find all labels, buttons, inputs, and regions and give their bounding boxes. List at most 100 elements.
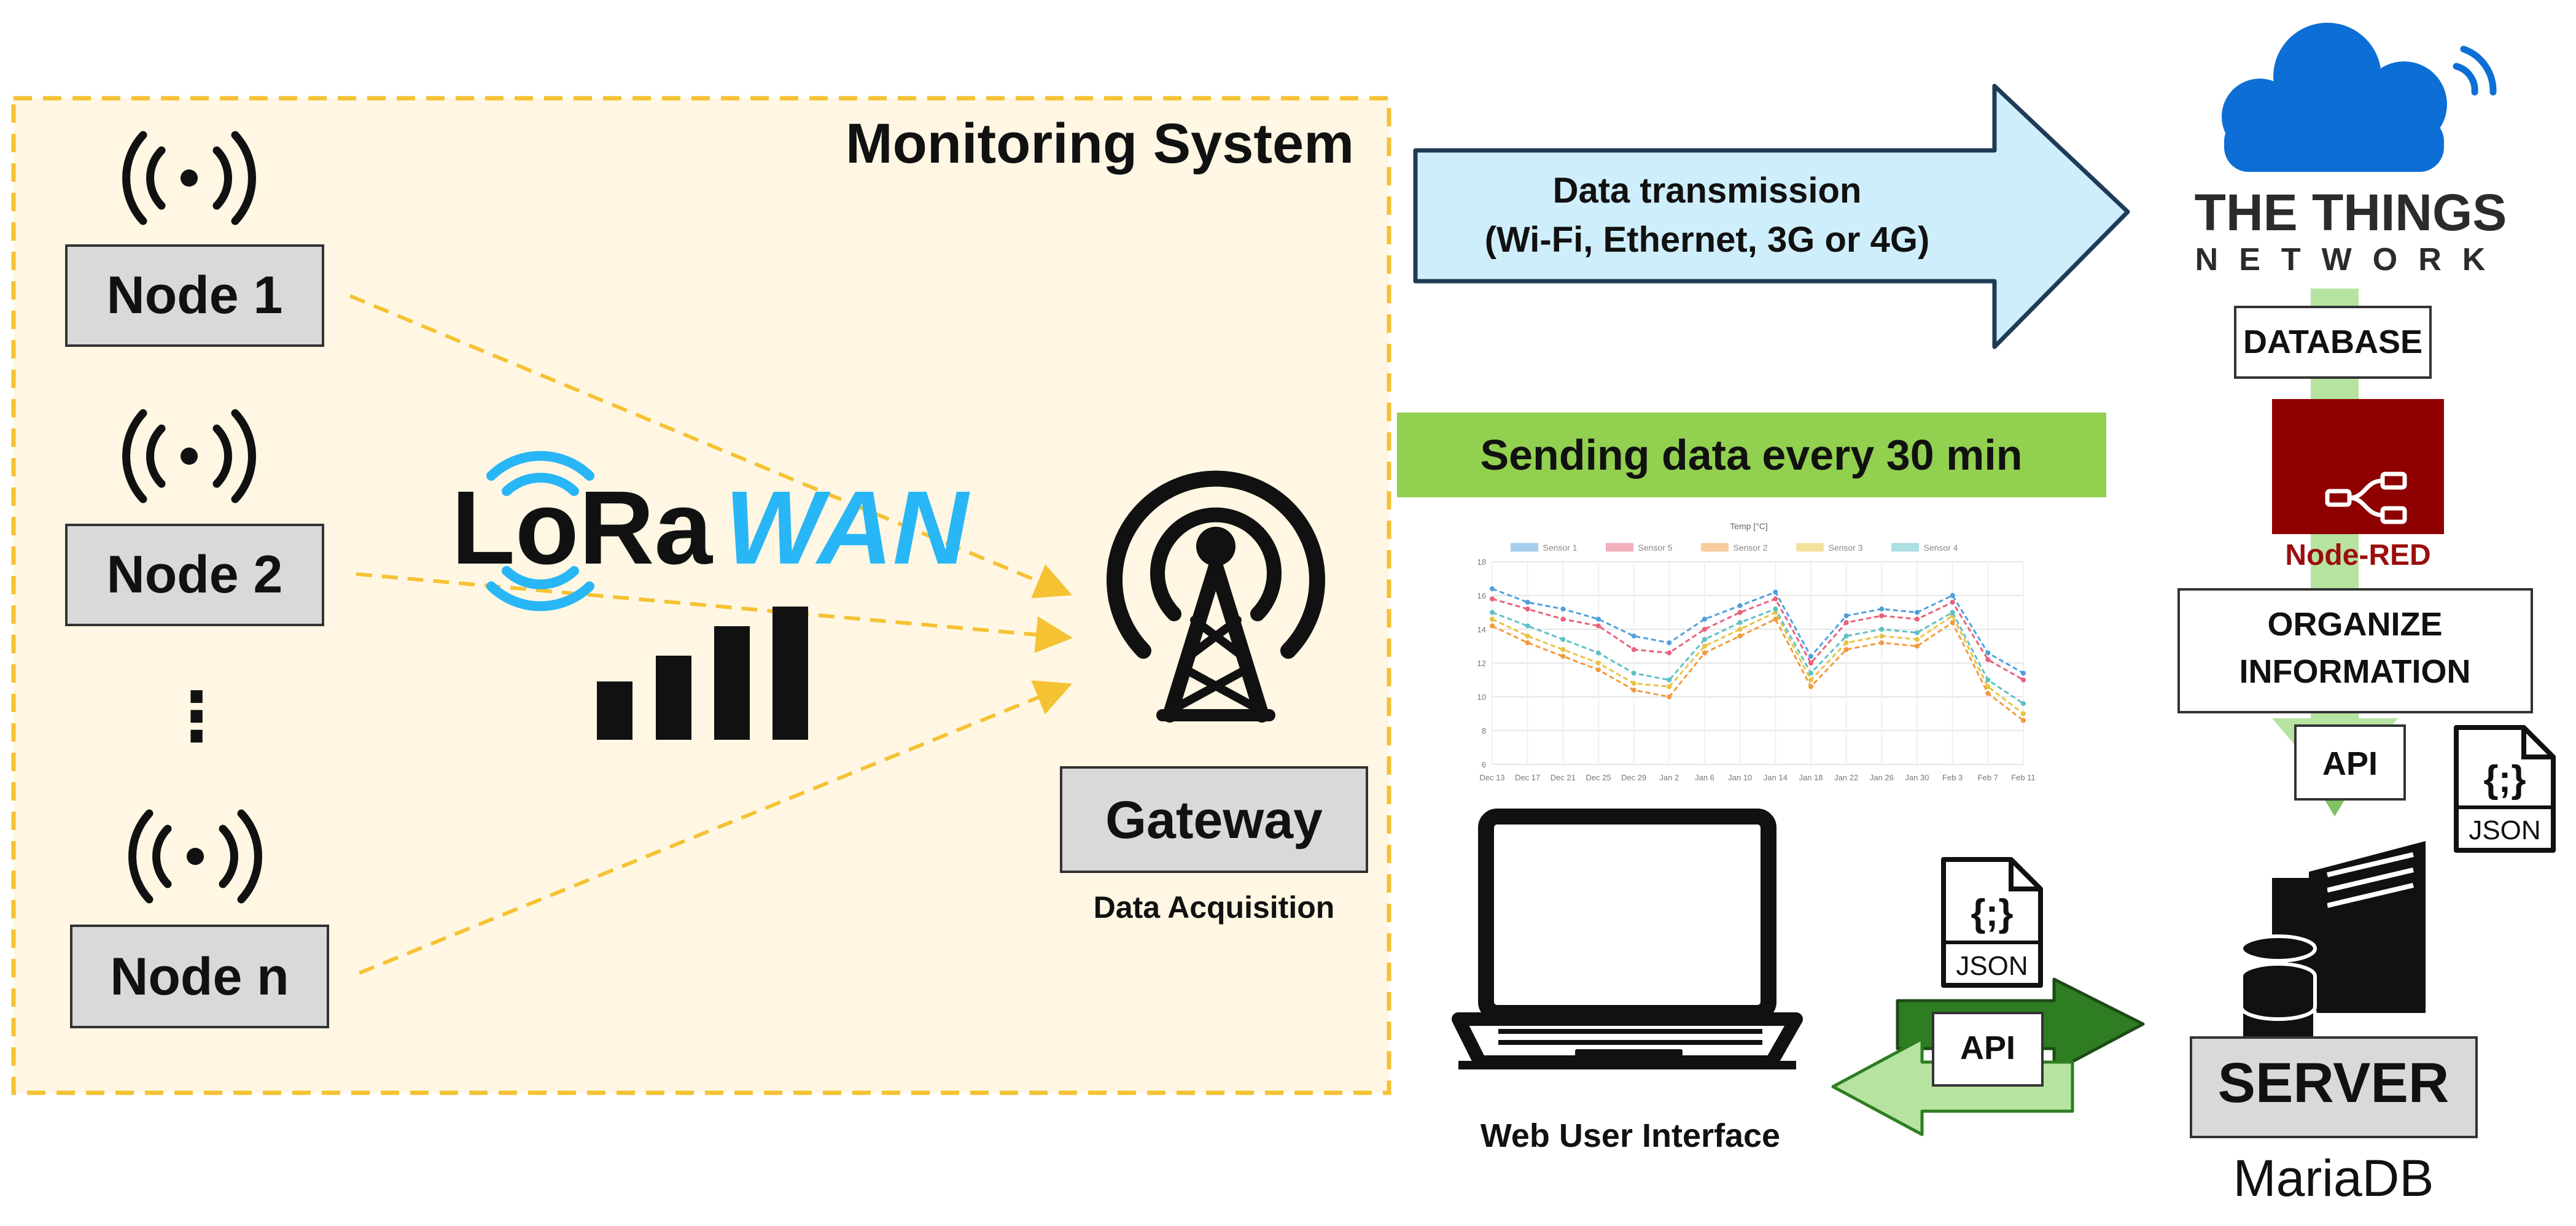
- node-label: Node 1: [107, 266, 283, 325]
- transmission-line2: (Wi-Fi, Ethernet, 3G or 4G): [1485, 220, 1930, 260]
- data-point: [1667, 640, 1672, 645]
- chart-title: Temp [°C]: [1730, 521, 1768, 531]
- data-point: [1915, 610, 1920, 615]
- gateway-box: Gateway: [1060, 766, 1368, 873]
- data-point: [1596, 650, 1601, 656]
- organize-information-box: ORGANIZE INFORMATION: [2177, 588, 2533, 713]
- data-point: [1985, 650, 1991, 656]
- x-tick-label: Jan 10: [1728, 773, 1752, 782]
- server-box: SERVER: [2190, 1036, 2478, 1138]
- data-point: [1915, 630, 1920, 635]
- lora-wave-icon: [486, 451, 594, 611]
- data-point: [1631, 634, 1636, 638]
- legend-swatch: [1701, 543, 1729, 552]
- data-point: [1702, 650, 1707, 656]
- x-tick-label: Jan 6: [1695, 773, 1714, 782]
- series-sensor-1: [1490, 586, 2026, 676]
- json-file-icon: {;} JSON: [1941, 857, 2043, 988]
- chart-grid: [1492, 561, 2024, 765]
- x-tick-label: Feb 11: [2011, 773, 2036, 782]
- data-point: [1879, 634, 1885, 638]
- lorawan-text-lora: LoRa: [451, 470, 713, 586]
- legend-label: Sensor 2: [1734, 543, 1768, 553]
- data-point: [1843, 620, 1849, 625]
- data-point: [1631, 647, 1636, 652]
- data-point: [1843, 640, 1849, 645]
- api-bidirectional-arrows: API: [1831, 977, 2145, 1136]
- data-point: [1879, 640, 1885, 645]
- node-label: Node 2: [107, 545, 283, 604]
- data-point: [1631, 681, 1636, 686]
- legend-swatch: [1511, 543, 1538, 552]
- data-point: [1773, 616, 1778, 622]
- data-point: [1808, 670, 1813, 676]
- data-transmission-arrow: Data transmission (Wi-Fi, Ethernet, 3G o…: [1413, 83, 2130, 349]
- cloud-wave-icon: [2453, 45, 2497, 96]
- data-point: [1596, 661, 1601, 665]
- series-sensor-3: [1490, 610, 2026, 716]
- database-box: DATABASE: [2234, 306, 2432, 379]
- data-point: [1525, 623, 1530, 629]
- x-tick-label: Jan 26: [1870, 773, 1894, 782]
- server-caption: MariaDB: [2233, 1149, 2434, 1207]
- data-point: [1560, 607, 1566, 611]
- data-point: [1808, 684, 1813, 689]
- legend-label: Sensor 3: [1829, 543, 1863, 553]
- data-point: [2021, 718, 2026, 723]
- data-point: [1773, 607, 1778, 611]
- data-point: [1843, 634, 1849, 638]
- gateway-tower-icon: [1107, 470, 1325, 723]
- organize-line1: ORGANIZE: [2267, 606, 2442, 643]
- sending-data-text: Sending data every 30 min: [1480, 431, 2022, 479]
- data-point: [1702, 643, 1707, 649]
- json-file-icon: {;} JSON: [2454, 725, 2556, 853]
- legend-label: Sensor 1: [1543, 543, 1578, 553]
- node-label: Node n: [110, 947, 289, 1006]
- data-point: [1915, 616, 1920, 622]
- legend-swatch: [1891, 543, 1919, 552]
- x-tick-label: Dec 29: [1621, 773, 1646, 782]
- web-api-box: [1932, 1012, 2044, 1087]
- data-point: [1950, 593, 1955, 598]
- data-point: [1808, 654, 1813, 659]
- data-point: [1985, 677, 1991, 683]
- data-point: [1985, 691, 1991, 696]
- data-point: [1667, 684, 1672, 689]
- y-tick-label: 10: [1477, 693, 1486, 702]
- series-line: [1492, 597, 2024, 681]
- data-point: [2021, 711, 2026, 716]
- gateway-caption: Data Acquisition: [1094, 890, 1335, 925]
- web-ui-caption: Web User Interface: [1481, 1117, 1780, 1154]
- node1-link: [349, 294, 1073, 599]
- data-point: [1737, 627, 1743, 632]
- json-glyph: {;}: [2484, 758, 2526, 801]
- data-point: [1950, 620, 1955, 625]
- ttn-line1: THE THINGS: [2195, 184, 2507, 241]
- data-point: [1702, 627, 1707, 632]
- data-point: [1667, 694, 1672, 699]
- pipeline-api-box: API: [2294, 724, 2406, 801]
- gateway-label: Gateway: [1105, 791, 1323, 850]
- node2-link: [356, 572, 1073, 653]
- x-tick-label: Jan 2: [1659, 773, 1679, 782]
- lorawan-text-wan: WAN: [725, 470, 970, 586]
- data-point: [1560, 637, 1566, 642]
- data-point: [1667, 650, 1672, 656]
- y-tick-label: 14: [1477, 625, 1486, 634]
- y-tick-label: 8: [1482, 726, 1486, 735]
- flow-icon: [2325, 471, 2407, 524]
- data-point: [1737, 634, 1743, 638]
- y-tick-label: 16: [1477, 591, 1486, 600]
- signal-bars-icon: [597, 607, 808, 740]
- nodered-label: Node-RED: [2285, 539, 2430, 572]
- data-point: [1490, 596, 1495, 602]
- data-point: [2021, 677, 2026, 683]
- transmission-line1: Data transmission: [1553, 171, 1862, 211]
- data-point: [1490, 610, 1495, 615]
- node-box: Node 2: [65, 524, 324, 626]
- x-tick-label: Dec 25: [1586, 773, 1611, 782]
- x-tick-label: Jan 22: [1834, 773, 1858, 782]
